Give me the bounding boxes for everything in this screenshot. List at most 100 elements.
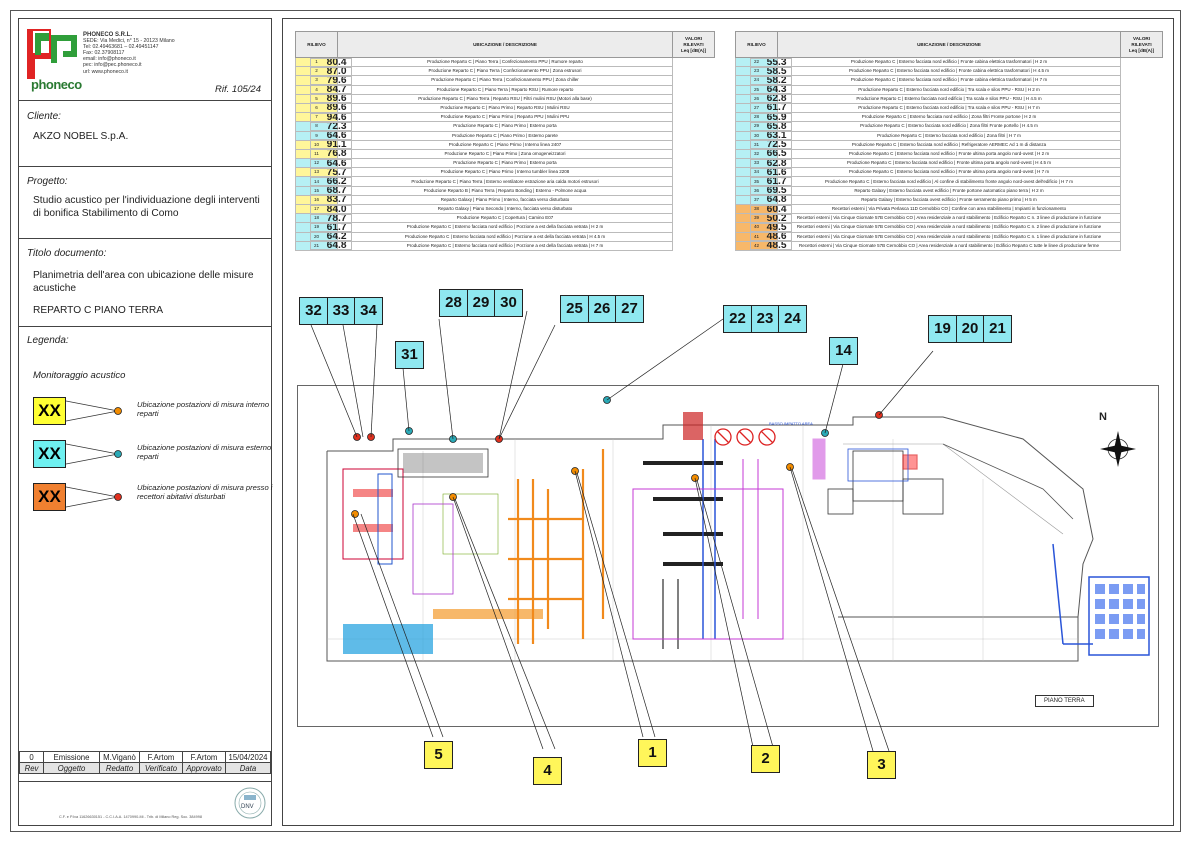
col-valori: VALORI RILEVATI Leq [dB(A)] (672, 31, 715, 58)
description-cell: Reparto Galaxy | Piano Secondo | Interno… (337, 203, 673, 215)
value-cell: 62.8 (749, 158, 792, 168)
dnv-certification-seal (234, 787, 266, 819)
col-valori-line: RILEVATI (683, 41, 704, 47)
company-line: Tel: 02.49463681 – 02.49451147 (83, 44, 159, 51)
callout-tag: 24 (778, 305, 807, 333)
callout-leader-lines (310, 310, 934, 752)
value-cell: 89.6 (309, 94, 352, 104)
description-cell: Produzione Reparto C | Esterno facciata … (777, 167, 1121, 178)
callout-group-1: 1 (638, 739, 667, 767)
legend-box: Legenda: Monitoraggio acustico XX Ubicaz… (19, 327, 273, 751)
value-cell: 94.6 (309, 112, 352, 122)
value-cell: 61.7 (749, 176, 792, 187)
north-label: N (1099, 411, 1107, 423)
company-info: PHONECO S.R.L. SEDE: Via Medici, n° 15 -… (83, 32, 175, 75)
description-cell: Produzione Reparto C | Esterno facciata … (777, 158, 1121, 169)
client-label: Cliente: (27, 111, 61, 122)
legend-label: Legenda: (27, 335, 69, 346)
document-title-box: Titolo documento: Planimetria dell'area … (19, 239, 271, 327)
description-cell: Produzione Reparto C | Esterno facciata … (777, 176, 1121, 187)
description-cell: Produzione Reparto B | Piano Terra | Rep… (337, 185, 673, 196)
callout-group-14: 14 (829, 337, 858, 365)
description-cell: Produzione Reparto C | Piano Primo | Int… (337, 167, 673, 178)
value-cell: 75.7 (309, 167, 352, 177)
project-label: Progetto: (27, 176, 68, 187)
rev-object: Emissione (43, 751, 100, 763)
value-cell: 55.3 (749, 58, 792, 68)
value-cell: 61.6 (749, 167, 792, 177)
value-cell: 79.6 (309, 75, 352, 86)
project-box: Progetto: Studio acustico per l'individu… (19, 167, 271, 239)
value-cell: 62.8 (749, 94, 792, 104)
callout-tag: 25 (560, 295, 589, 323)
legend-pointer (66, 486, 122, 508)
rev-header-cell: Verificato (139, 762, 183, 774)
document-title-label: Titolo documento: (27, 248, 107, 259)
company-registration: C.F. e P.Iva 11626630151 - C.C.I.A.A. 14… (59, 815, 202, 819)
callout-tag: 14 (829, 337, 858, 365)
legend-swatch-yellow: XX (33, 397, 66, 425)
value-cell: 50.2 (749, 213, 792, 223)
col-valori-line: VALORI (684, 35, 702, 41)
value-cell: 64.2 (309, 232, 352, 242)
callout-tag: 3 (867, 751, 896, 779)
rev-checker: F.Artom (139, 751, 183, 763)
description-cell: Produzione Reparto C | Esterno facciata … (777, 130, 1121, 141)
rev-author: M.Viganò (99, 751, 140, 763)
col-valori-line: RILEVATI (1131, 41, 1152, 47)
company-line: Fax: 02.37908117 (83, 50, 125, 57)
value-cell: 64.6 (309, 131, 352, 141)
value-cell: 48.5 (749, 241, 792, 251)
description-cell: Produzione Reparto C | Piano Primo | Est… (337, 158, 673, 169)
rev-header-cell: Rev (19, 762, 44, 774)
description-cell: Produzione Reparto C | Esterno facciata … (777, 139, 1121, 150)
description-cell: Produzione Reparto C | Piano Primo | Est… (337, 121, 673, 132)
value-cell: 84.0 (309, 204, 352, 214)
description-cell: Reparto Galaxy | Esterno facciata ovest … (777, 185, 1121, 196)
legend-subtitle: Monitoraggio acustico (33, 370, 126, 381)
description-cell: Produzione Reparto C | Esterno facciata … (337, 222, 673, 233)
callout-group-19-21: 19 20 21 (928, 315, 1012, 343)
callout-tag: 21 (983, 315, 1012, 343)
description-cell: Recettori esterni | Via Cinque Giornate … (777, 240, 1121, 251)
value-cell: 66.5 (749, 149, 792, 159)
description-cell: Produzione Reparto C | Piano Primo | Est… (337, 130, 673, 141)
legend-text: Ubicazione postazioni di misura interno … (137, 400, 270, 418)
plan-sign: BASSO IMPATTO AREA (769, 421, 813, 426)
callout-group-2: 2 (751, 745, 780, 773)
callout-tag: 34 (354, 297, 383, 325)
col-valori-line: Leq [dB(A)] (1128, 47, 1154, 53)
value-cell: 64.3 (749, 85, 792, 95)
callout-tag: 26 (587, 295, 617, 323)
callout-tag: 30 (494, 289, 523, 317)
value-cell: 87.0 (309, 66, 352, 76)
description-cell: Produzione Reparto C | Esterno facciata … (777, 148, 1121, 160)
rev-header-cell: Redatto (99, 762, 140, 774)
floor-plan-frame (297, 385, 1159, 727)
callout-tag: 28 (439, 289, 468, 317)
legend-text: Ubicazione postazioni di misura presso i… (137, 483, 273, 501)
description-cell: Reparto Galaxy | Piano Primo | Interno, … (337, 194, 673, 206)
client-box: Cliente: AKZO NOBEL S.p.A. (19, 101, 271, 167)
dnv-mark: DNV (241, 804, 254, 810)
drawing-sheet (10, 10, 1181, 832)
legend-pointer (66, 400, 122, 422)
value-cell: 80.4 (309, 58, 352, 68)
value-cell: 65.9 (749, 112, 792, 122)
callout-group-25-27: 25 26 27 (560, 295, 644, 323)
title-block: phoneco PHONECO S.R.L. SEDE: Via Medici,… (18, 18, 273, 826)
callout-tag: 31 (395, 341, 424, 369)
